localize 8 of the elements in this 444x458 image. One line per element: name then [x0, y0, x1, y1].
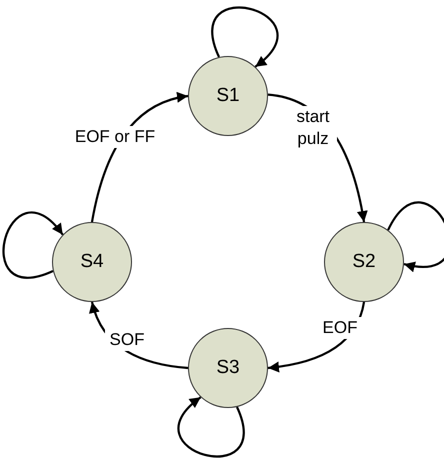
state-name: S1 [216, 84, 240, 108]
state-name: S3 [216, 356, 240, 380]
state-name: S2 [352, 250, 376, 274]
arrow [387, 201, 444, 272]
arrow [212, 6, 278, 68]
arrow [178, 396, 244, 458]
arrow [2, 212, 64, 278]
state-name: S4 [80, 250, 104, 274]
